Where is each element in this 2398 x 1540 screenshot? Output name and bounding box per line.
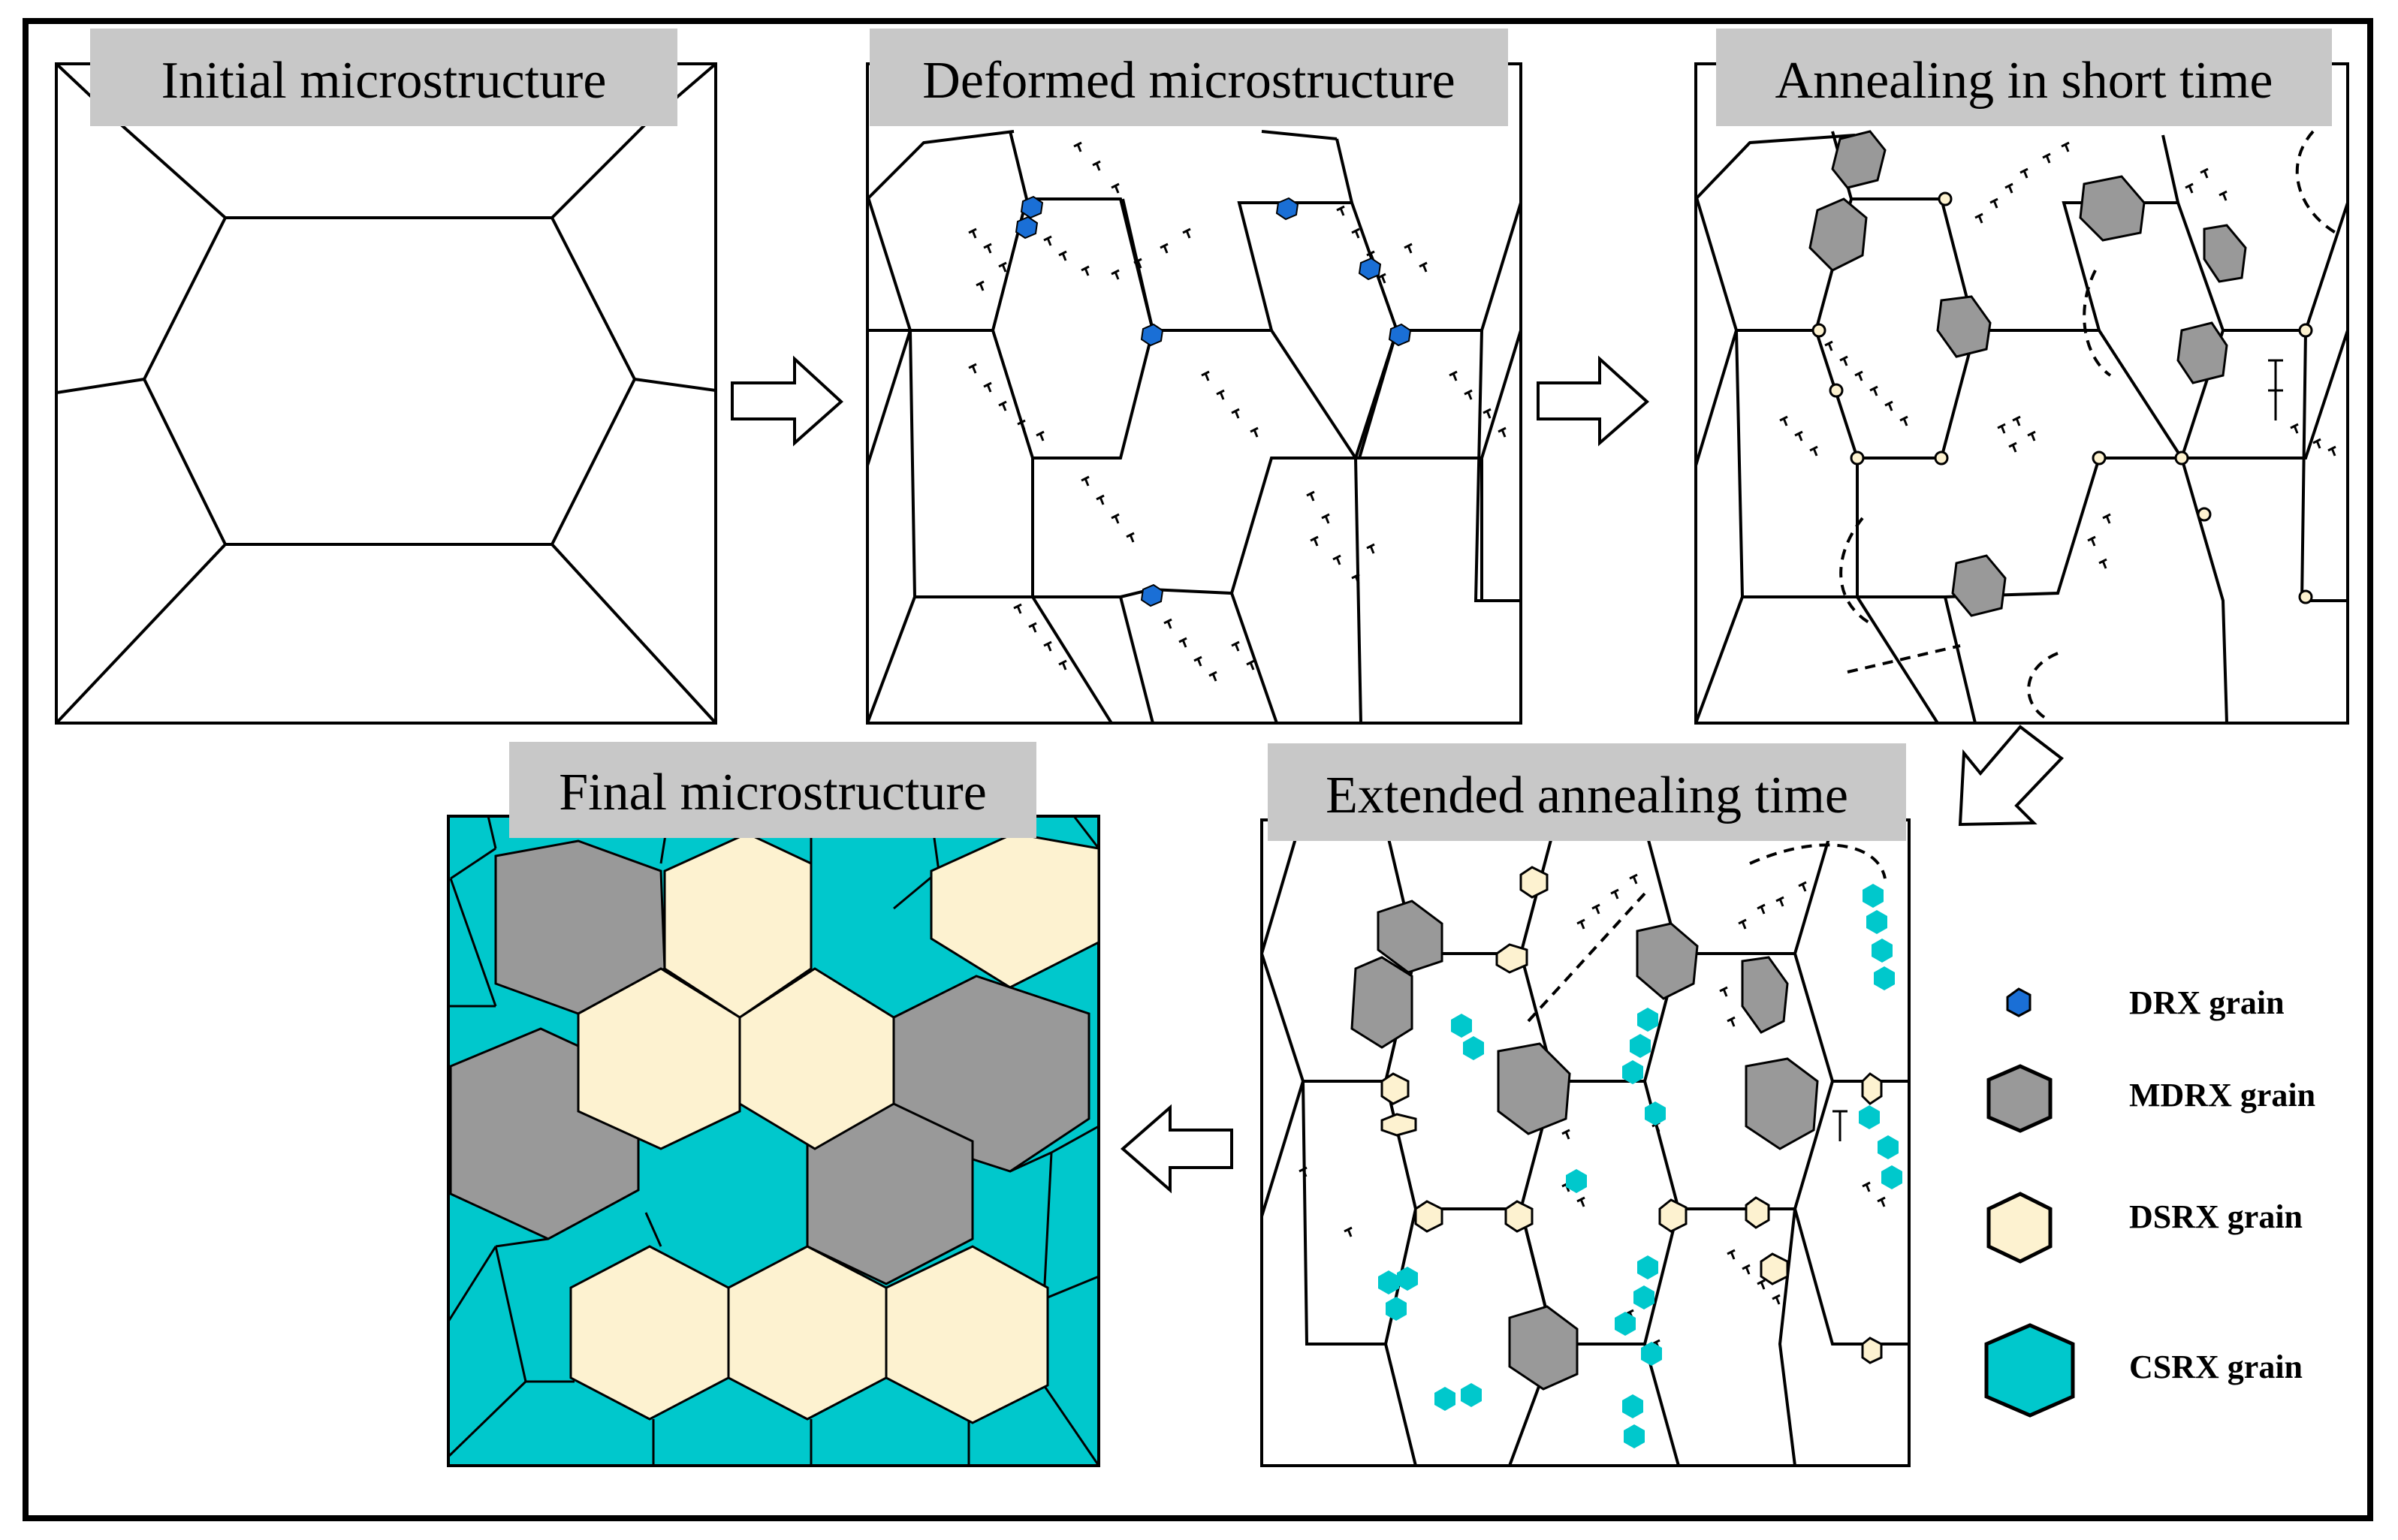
csrx-grains-extended [1378, 884, 1902, 1448]
legend-item-mdrx: MDRX grain [1986, 1064, 2315, 1133]
dsrx-grains-extended [1380, 866, 1883, 1364]
panel-title-deformed: Deformed microstructure [922, 52, 1455, 110]
panel-title-final: Final microstructure [559, 764, 987, 821]
drx-grains-deformed [1015, 195, 1412, 607]
outer-frame [23, 18, 2373, 1521]
short-subgrain-boundaries [1839, 130, 2337, 722]
legend-swatch-dsrx [1986, 1192, 2053, 1264]
panel-title-extended: Extended annealing time [1326, 767, 1848, 824]
legend-swatch-drx [2006, 987, 2032, 1017]
arrow-right-2 [1537, 355, 1650, 447]
deformed-dislocations [968, 141, 1507, 682]
dsrx-dots-short [1811, 191, 2313, 604]
title-box-deformed [870, 29, 1508, 126]
panel-extended-frame [1260, 818, 1911, 1467]
extended-subgrain-boundaries [1527, 843, 1887, 1023]
legend-label-mdrx: MDRX grain [2129, 1077, 2315, 1114]
title-box-final [509, 742, 1036, 838]
panel-initial-frame [55, 62, 717, 725]
legend-label-dsrx: DSRX grain [2129, 1198, 2303, 1235]
legend-label-csrx: CSRX grain [2129, 1349, 2303, 1385]
mdrx-grains-short [1808, 130, 2247, 617]
arrow-left [1120, 1104, 1233, 1194]
legend-item-csrx: CSRX grain [1984, 1323, 2303, 1418]
legend-swatch-mdrx [1986, 1064, 2053, 1133]
title-box-short [1716, 29, 2332, 126]
legend: DRX grain MDRX grain DSRX grain CSRX gra… [1984, 984, 2315, 1418]
title-box-extended [1268, 743, 1906, 841]
short-dislocations [1779, 141, 2336, 569]
mdrx-grains-extended [1350, 900, 1819, 1391]
dsrx-grains-final [569, 832, 1100, 1424]
legend-item-drx: DRX grain [2006, 984, 2285, 1021]
panel-short: Annealing in short time [1694, 29, 2349, 725]
title-box-initial [90, 29, 677, 126]
panel-short-frame [1694, 62, 2349, 725]
legend-swatch-csrx [1984, 1323, 2075, 1418]
panel-final: Final microstructure [447, 742, 1100, 1467]
panel-title-initial: Initial microstructure [161, 52, 607, 110]
panel-deformed-frame [866, 62, 1522, 725]
arrow-down-left [1958, 725, 2064, 827]
legend-label-drx: DRX grain [2129, 984, 2285, 1021]
legend-item-dsrx: DSRX grain [1986, 1192, 2303, 1264]
panel-deformed: Deformed microstructure [866, 29, 1522, 725]
arrow-right-1 [731, 355, 843, 447]
short-grain-boundaries [1694, 131, 2349, 725]
panel-title-short: Annealing in short time [1775, 52, 2273, 110]
panel-initial: Initial microstructure [55, 29, 717, 725]
panel-extended: Extended annealing time [1259, 743, 1911, 1467]
final-csrx-boundaries [447, 815, 1100, 1466]
